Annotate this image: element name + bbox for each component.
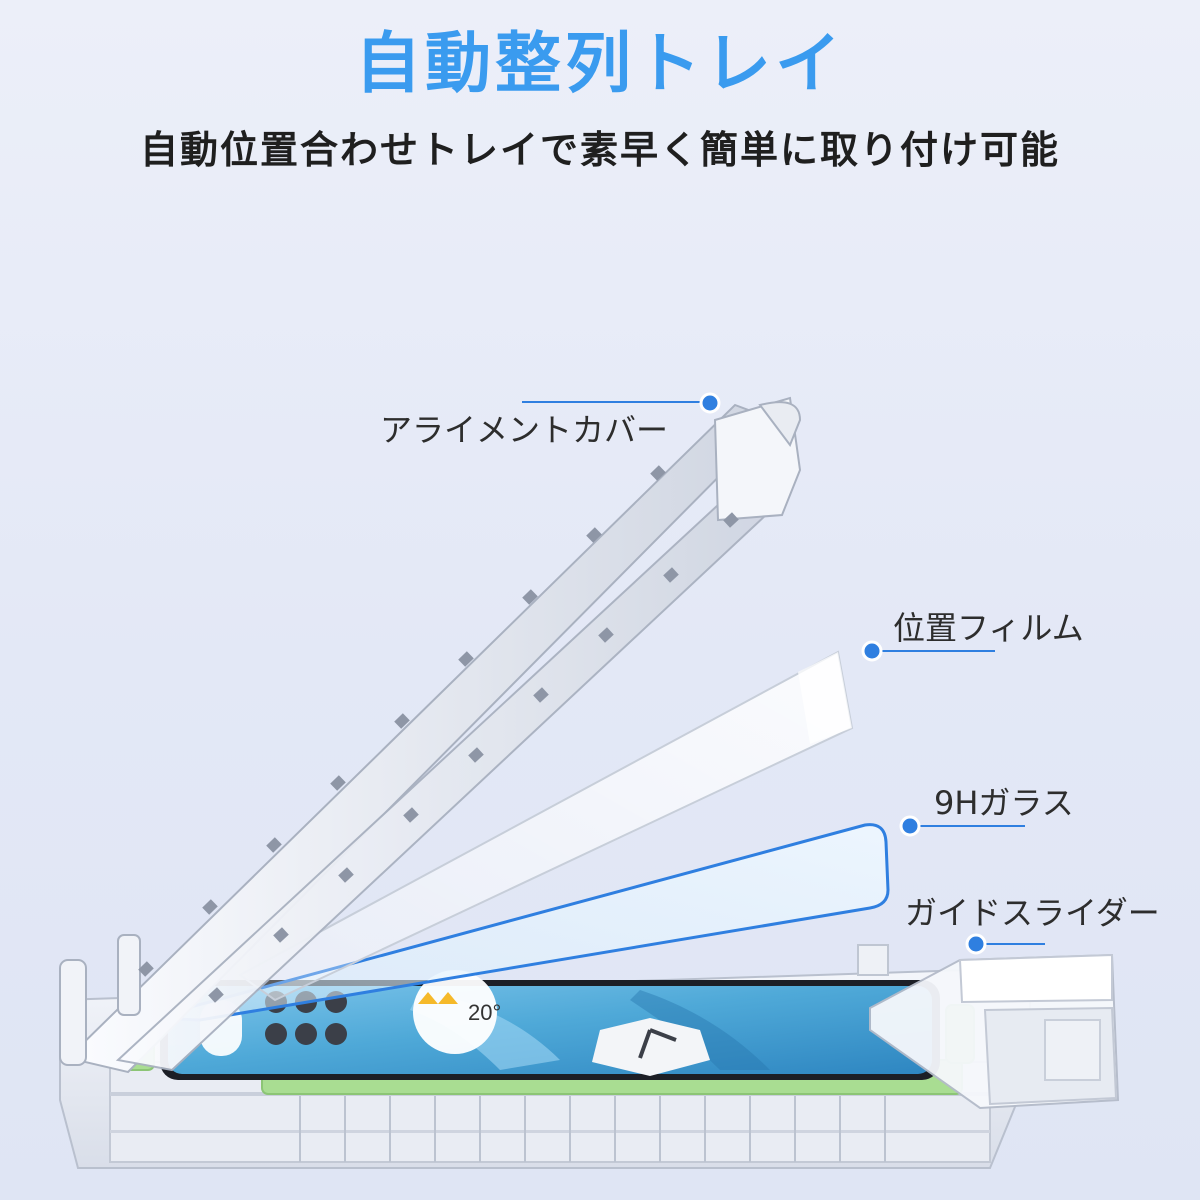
callout-cover-marker-icon — [699, 392, 721, 414]
phone: 20° — [160, 970, 940, 1080]
phone-temperature: 20° — [468, 1000, 501, 1025]
page-subtitle: 自動位置合わせトレイで素早く簡単に取り付け可能 — [139, 128, 1060, 172]
alignment-cover — [59, 396, 802, 1074]
callout-glass-marker-icon — [899, 815, 921, 837]
callout-cover-line — [522, 392, 721, 414]
callout-film-line — [861, 640, 995, 662]
callout-slider-line — [965, 933, 1045, 955]
callout-label-guide-slider: ガイドスライダー — [905, 894, 1160, 932]
guide-slider — [857, 944, 1120, 1110]
callout-glass-line — [899, 815, 1025, 837]
callout-film-marker-icon — [861, 640, 883, 662]
callout-label-positioning-film: 位置フィルム — [893, 609, 1084, 647]
callout-slider-marker-icon — [965, 933, 987, 955]
page-title: 自動整列トレイ — [355, 25, 845, 102]
positioning-film — [238, 650, 854, 1002]
callout-label-alignment-cover: アライメントカバー — [380, 411, 669, 449]
callout-label-9h-glass: 9Hガラス — [934, 784, 1074, 822]
tray-comb-teeth — [299, 1096, 886, 1162]
